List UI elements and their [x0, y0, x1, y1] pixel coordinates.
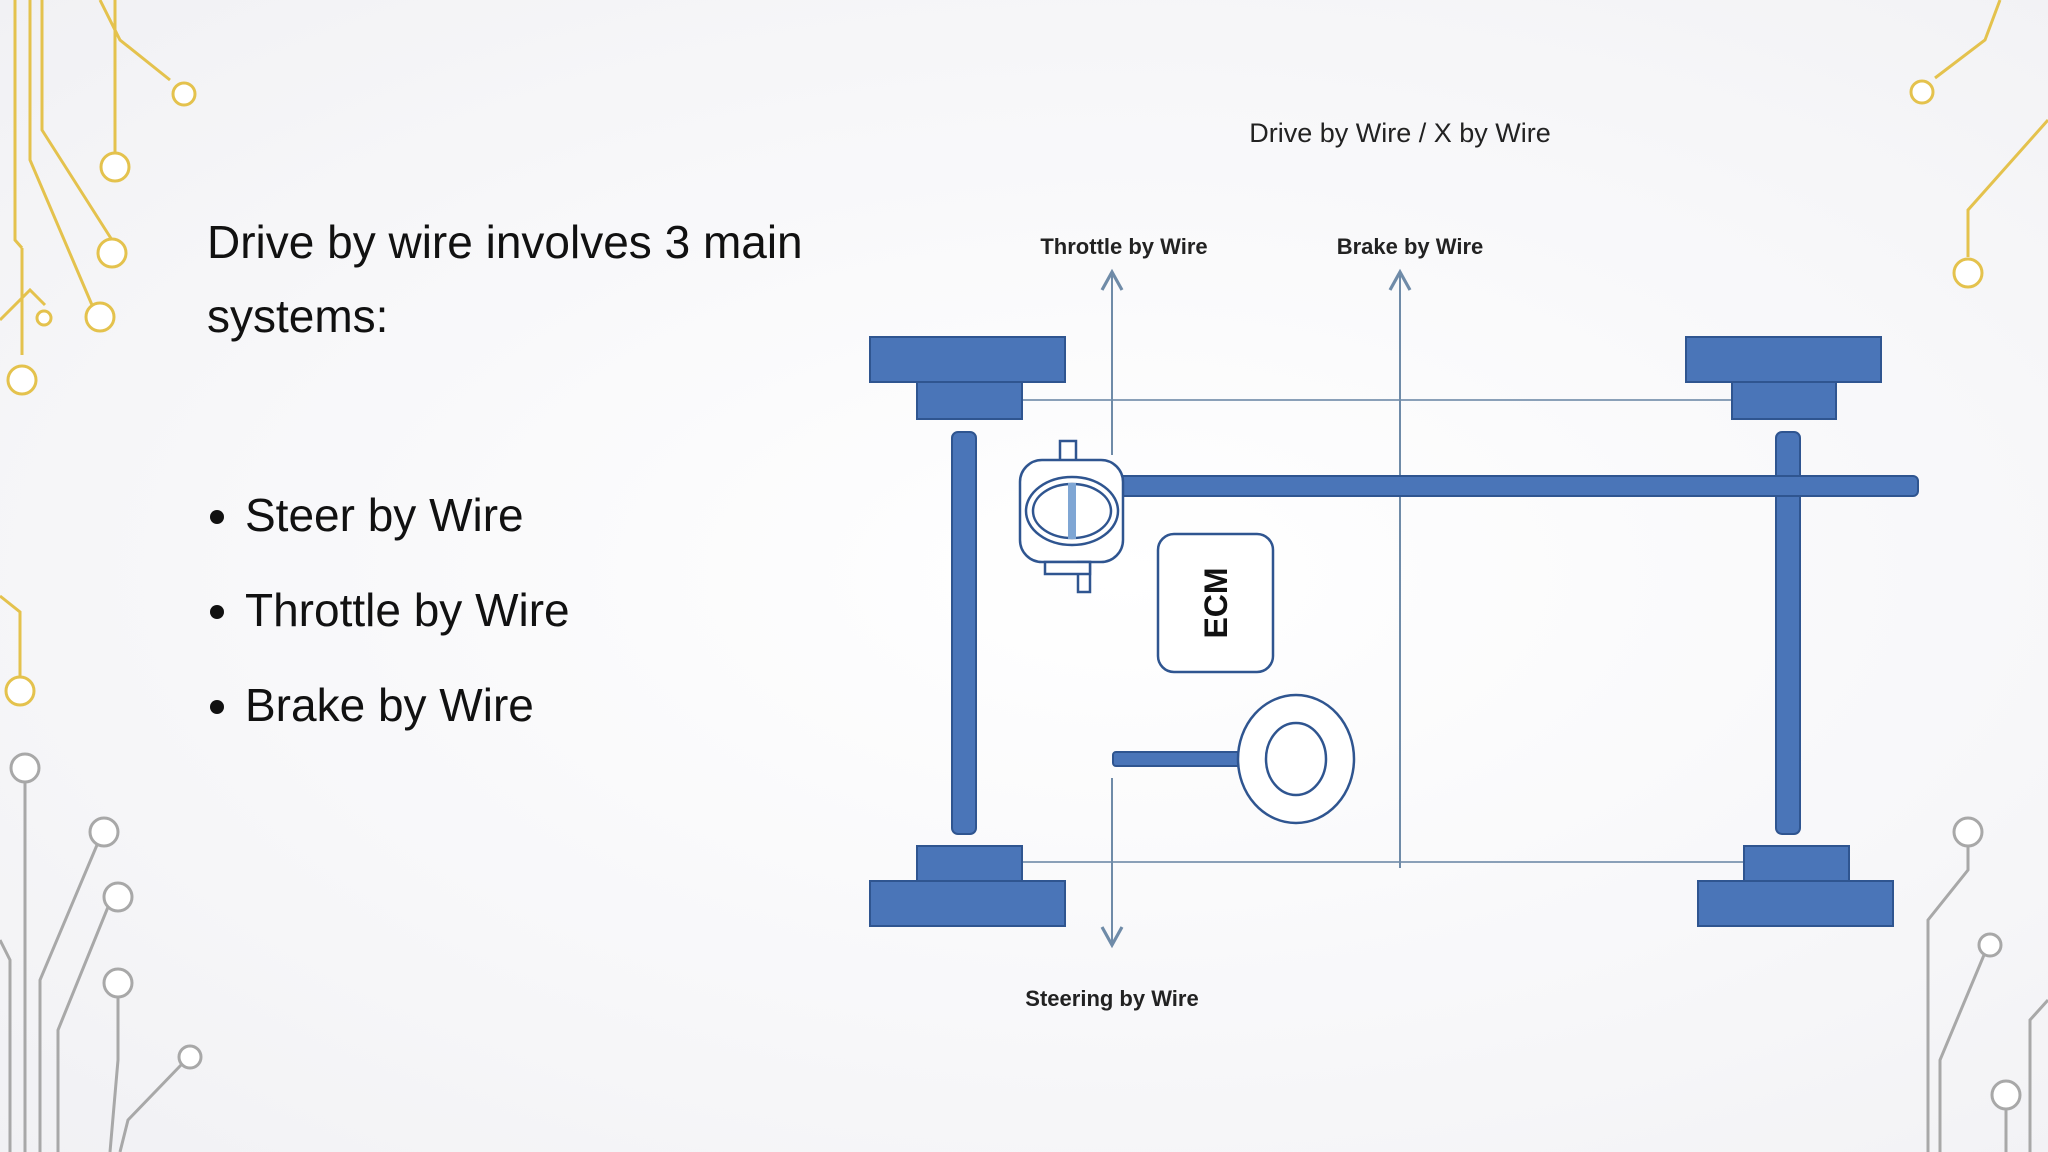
throttle-body [1018, 439, 1125, 594]
wheel-rear-right [1697, 845, 1894, 927]
left-axle [951, 431, 977, 835]
wheel-front-right [1685, 336, 1882, 420]
intro-text: Drive by wire involves 3 main systems: [207, 216, 803, 342]
bullet-steer: Steer by Wire [207, 468, 570, 563]
right-axle [1775, 431, 1801, 835]
throttle-label: Throttle by Wire [1040, 234, 1207, 259]
bullet-throttle: Throttle by Wire [207, 563, 570, 658]
wheel-front-left [869, 336, 1066, 420]
drive-shaft [1117, 475, 1919, 497]
systems-list: Steer by Wire Throttle by Wire Brake by … [207, 468, 570, 753]
ecm-box [1156, 532, 1275, 674]
wheel-rear-left [869, 845, 1066, 927]
bullet-brake: Brake by Wire [207, 658, 570, 753]
diagram-title: Drive by Wire / X by Wire [1249, 118, 1551, 148]
connector-lines [1020, 399, 1745, 863]
steering-wheel [1236, 693, 1356, 825]
brake-label: Brake by Wire [1337, 234, 1484, 259]
ecm-label: ECM [1198, 567, 1234, 638]
steering-label: Steering by Wire [1025, 986, 1198, 1011]
steering-column [1112, 751, 1254, 767]
